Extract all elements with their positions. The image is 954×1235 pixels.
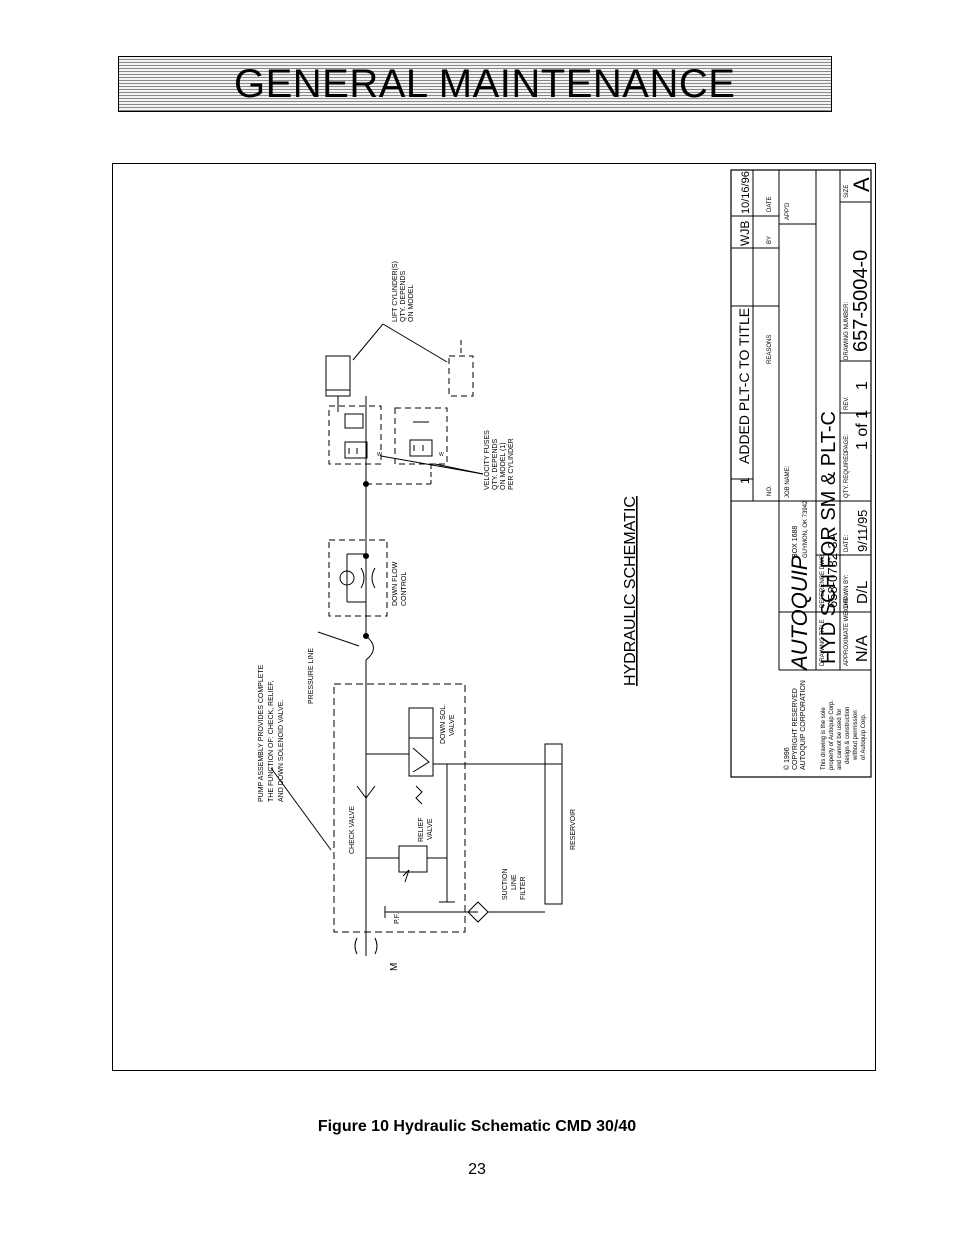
pf-label: P.F. [394,913,401,924]
w-label-1: W [377,452,382,458]
pressure-line-hose [365,635,374,661]
hdr-date: DATE [767,196,773,212]
rev-description: ADDED PLT-C TO TITLE [736,308,752,464]
rev-by: WJB [738,221,752,246]
drawn-by-label: DRAWN BY: [844,574,850,608]
rev-label: REV. [844,396,850,410]
pressure-line-label: PRESSURE LINE [308,648,315,704]
svg-text:SUCTION: SUCTION [502,869,509,901]
svg-text:RELIEF: RELIEF [418,817,425,842]
svg-text:DOWN SOL.: DOWN SOL. [440,704,447,744]
lift-cylinder-2 [448,355,474,397]
down-flow-control [328,539,388,617]
svg-text:LINE: LINE [511,874,518,890]
lift-cylinder-label: LIFT CYLINDER(S) QTY. DEPENDS ON MODEL [392,261,415,322]
w-label-2: W [439,452,444,458]
svg-text:CONTROL: CONTROL [401,572,408,606]
date-label: DATE: [844,534,850,552]
copyright-block: © 1996 COPYRIGHT RESERVED AUTOQUIP CORPO… [783,680,867,770]
svg-text:COPYRIGHT RESERVED: COPYRIGHT RESERVED [792,688,799,770]
company-logo: AUTOQUIP [787,555,812,672]
svg-text:property of Autoquip Corp.: property of Autoquip Corp. [829,700,835,770]
pump-assembly-box [333,683,466,933]
drawing-title-label: DRAWING TITLE [820,619,826,666]
page-value: 1 of 1 [854,410,871,450]
svg-text:QTY. DEPENDS: QTY. DEPENDS [400,270,407,322]
company-city: GUYMON, OK 73942 [803,500,809,558]
rev-date: 10/16/96 [740,171,752,214]
company-box: BOX 1688 [792,526,799,558]
svg-text:DOWN FLOW: DOWN FLOW [392,561,399,606]
pump-assembly-label: PUMP ASSEMBLY PROVIDES COMPLETE THE FUNC… [258,664,285,802]
weight-label: APPROXIMATE WEIGHT: [844,596,850,666]
svg-text:This drawing is the sole: This drawing is the sole [821,707,827,770]
relief-valve [398,845,428,873]
hdr-by: BY [767,236,773,244]
hdr-no: NO. [767,485,773,496]
date-value: 9/11/95 [855,510,870,552]
svg-text:ON MODEL: ON MODEL [408,285,415,322]
velocity-fuse-1 [328,405,382,465]
section-title: GENERAL MAINTENANCE [234,62,736,106]
reference-dwg: 658-0732-3A [825,533,840,608]
job-name-label: JOB NAME: [785,465,791,498]
svg-text:QTY. DEPENDS: QTY. DEPENDS [492,438,499,490]
hdr-appd: APP'D [785,202,791,220]
svg-text:VALVE: VALVE [449,714,456,736]
svg-text:LIFT CYLINDER(S): LIFT CYLINDER(S) [392,261,399,322]
svg-text:PUMP ASSEMBLY PROVIDES COMPLET: PUMP ASSEMBLY PROVIDES COMPLETE [258,664,265,802]
drawn-by: D/L [854,581,871,604]
rev-value: 1 [854,381,871,390]
size-value: A [849,177,874,192]
drawing-number-label: DRAWING NUMBER: [844,302,850,360]
svg-text:VALVE: VALVE [427,818,434,840]
suction-filter-label: SUCTION LINE FILTER [502,869,527,901]
section-banner: GENERAL MAINTENANCE [118,56,832,112]
svg-text:ON MODEL (1): ON MODEL (1) [500,442,507,490]
svg-text:THE FUNCTION OF: CHECK, RELIEF: THE FUNCTION OF: CHECK, RELIEF, [268,680,275,802]
drawing-number: 657-5004-0 [850,250,872,352]
down-sol-valve-label: DOWN SOL. VALVE [440,704,456,744]
velocity-fuses-label: VELOCITY FUSES QTY. DEPENDS ON MODEL (1)… [484,430,515,490]
page-number: 23 [468,1161,486,1178]
svg-text:and cannot be used for: and cannot be used for [837,709,843,770]
svg-text:AND DOWN SOLENOID VALVE.: AND DOWN SOLENOID VALVE. [278,700,285,802]
reservoir-label: RESERVOIR [570,809,577,850]
title-block-frame [730,169,872,778]
schematic-svg: 1 ADDED PLT-C TO TITLE WJB 10/16/96 NO. … [258,169,874,971]
hdr-reasons: REASONS [767,335,773,364]
down-solenoid-valve [408,737,434,777]
svg-text:VELOCITY FUSES: VELOCITY FUSES [484,430,491,490]
hydraulic-schematic-drawing: 1 ADDED PLT-C TO TITLE WJB 10/16/96 NO. … [112,163,876,1071]
svg-text:of Autoquip Corp.: of Autoquip Corp. [861,713,867,760]
motor-coupling [374,937,378,955]
velocity-fuse-2 [394,407,448,465]
svg-text:AUTOQUIP CORPORATION: AUTOQUIP CORPORATION [800,680,807,770]
svg-text:PER CYLINDER: PER CYLINDER [508,438,515,490]
svg-text:design & construction: design & construction [845,707,851,764]
relief-valve-label: RELIEF VALVE [418,817,434,842]
weight-value: N/A [854,635,871,662]
svg-text:© 1996: © 1996 [783,747,791,770]
motor-label: M [389,963,400,971]
check-valve-label: CHECK VALVE [349,806,356,854]
rev-number: 1 [738,477,752,484]
size-label: SIZE [844,185,850,198]
figure-caption: Figure 10 Hydraulic Schematic CMD 30/40 [317,1118,637,1135]
suction-filter [467,901,489,923]
reference-dwg-label: REFERENCE DWG. [820,553,826,608]
schematic-heading: HYDRAULIC SCHEMATIC [622,496,639,686]
qty-required-label: QTY. REQUIRED [844,451,850,498]
reservoir [544,743,563,905]
svg-text:FILTER: FILTER [520,876,527,900]
page-label: PAGE: [844,434,850,452]
svg-text:without permission: without permission [853,710,859,761]
down-flow-control-label: DOWN FLOW CONTROL [392,561,408,606]
drawing-title: HYD SCH FOR SM & PLT-C [818,411,840,664]
